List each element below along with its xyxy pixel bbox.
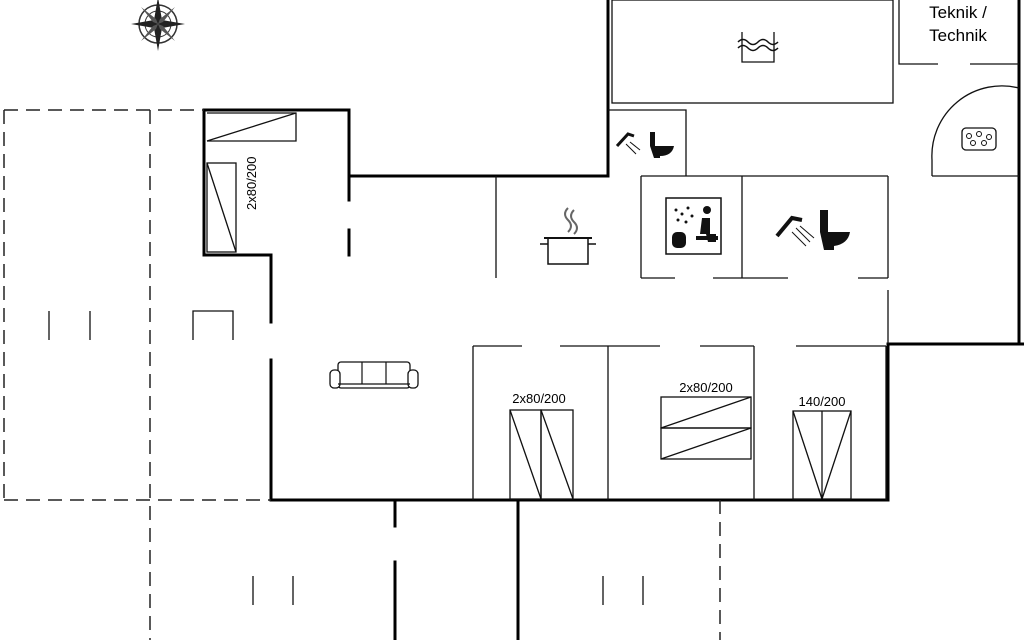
- compass-rose-icon: [131, 0, 185, 51]
- exterior-walls: [202, 0, 1024, 640]
- bed-bedroom-middle-label: 2x80/200: [679, 380, 733, 395]
- shower-toilet-icon: [615, 132, 674, 158]
- technik-label-line1: Teknik /: [929, 3, 987, 22]
- bed-bedroom-middle: 2x80/200: [660, 380, 752, 460]
- pool-icon: [737, 32, 779, 63]
- bathroom-shower-toilet-icon: [775, 210, 850, 250]
- bed-bedroom-right: 140/200: [792, 394, 852, 500]
- bed-bedroom-left: 2x80/200: [509, 391, 574, 500]
- posts: [48, 310, 644, 605]
- cooking-pot-icon: [540, 207, 596, 265]
- terrace-outlines: [3, 109, 721, 640]
- bed-bedroom-left-label: 2x80/200: [512, 391, 566, 406]
- technik-room-label: Teknik / Technik: [929, 3, 987, 45]
- bed-bedroom-right-label: 140/200: [799, 394, 846, 409]
- interior-walls: [472, 0, 1020, 500]
- whirlpool-icon: [961, 127, 997, 151]
- sofa-icon: [329, 361, 419, 389]
- bed-upper-left-label: 2x80/200: [244, 157, 259, 211]
- sauna-icon: [665, 197, 722, 255]
- technik-label-line2: Technik: [929, 26, 987, 45]
- bed-upper-left: 2x80/200: [206, 112, 297, 253]
